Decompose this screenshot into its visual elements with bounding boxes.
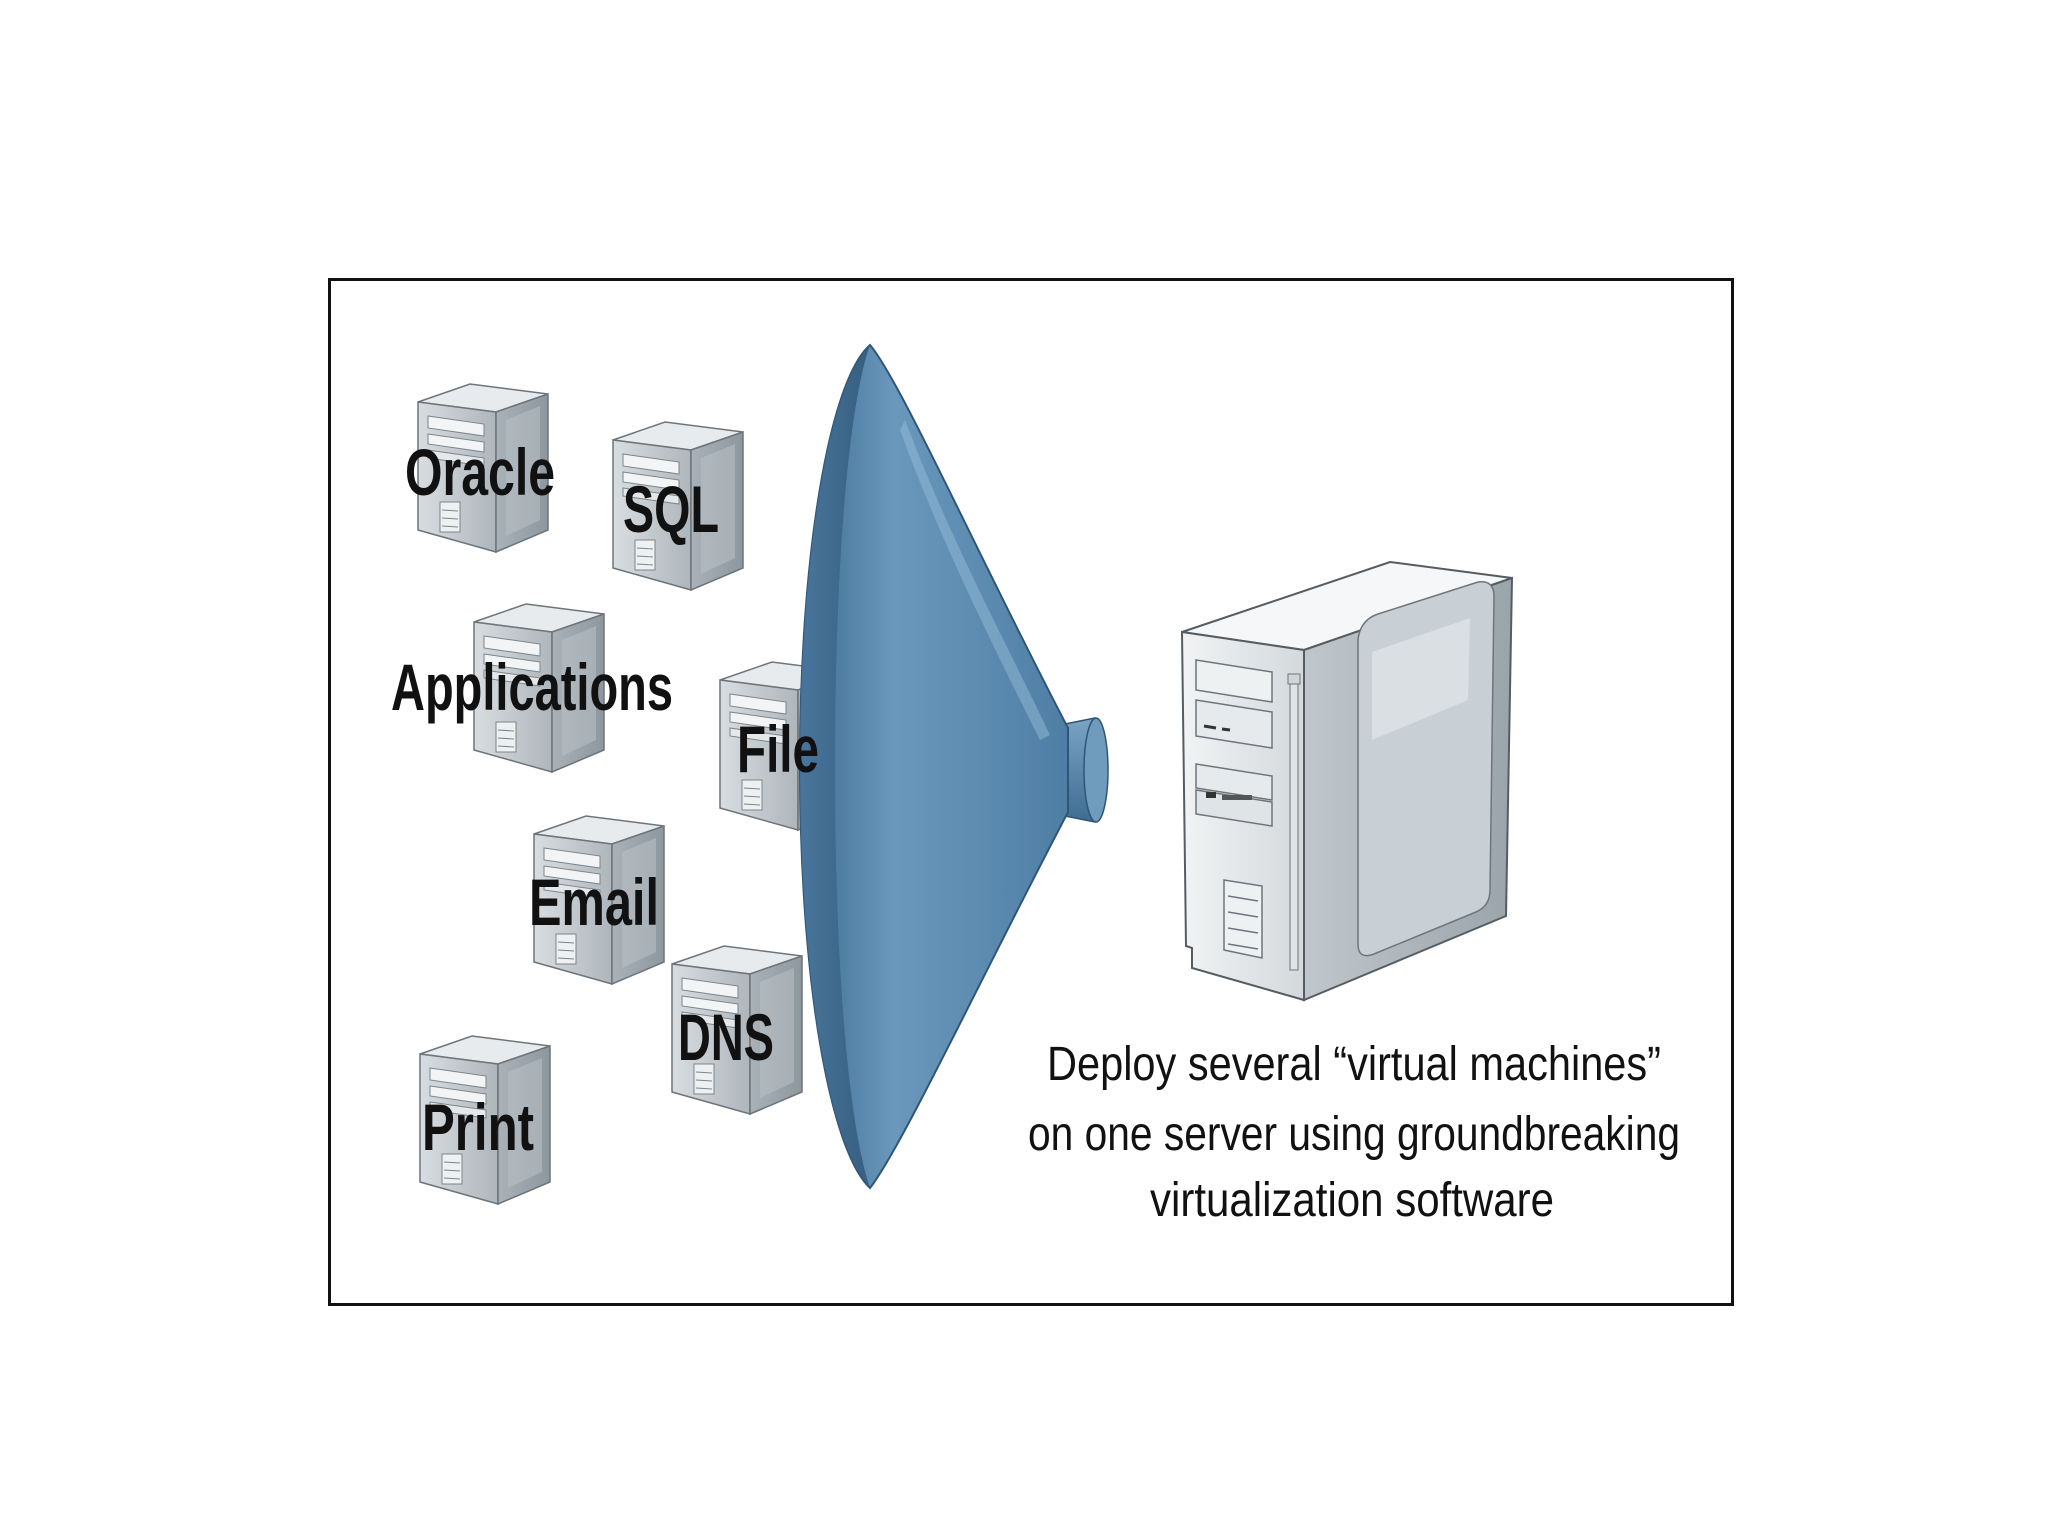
server-label-sql: SQL bbox=[623, 472, 719, 546]
server-label-file: File bbox=[737, 712, 819, 786]
physical-server-icon bbox=[1180, 560, 1514, 1002]
caption-line-1: Deploy several “virtual machines” bbox=[1047, 1038, 1661, 1091]
server-label-print: Print bbox=[422, 1090, 534, 1164]
caption-line-2: on one server using groundbreaking bbox=[1028, 1108, 1680, 1161]
server-label-email: Email bbox=[529, 865, 659, 939]
server-label-applications: Applications bbox=[391, 650, 673, 724]
funnel-icon bbox=[798, 343, 1109, 1190]
caption-line-3: virtualization software bbox=[1150, 1174, 1554, 1227]
server-label-dns: DNS bbox=[678, 1000, 774, 1074]
server-label-oracle: Oracle bbox=[405, 435, 555, 509]
